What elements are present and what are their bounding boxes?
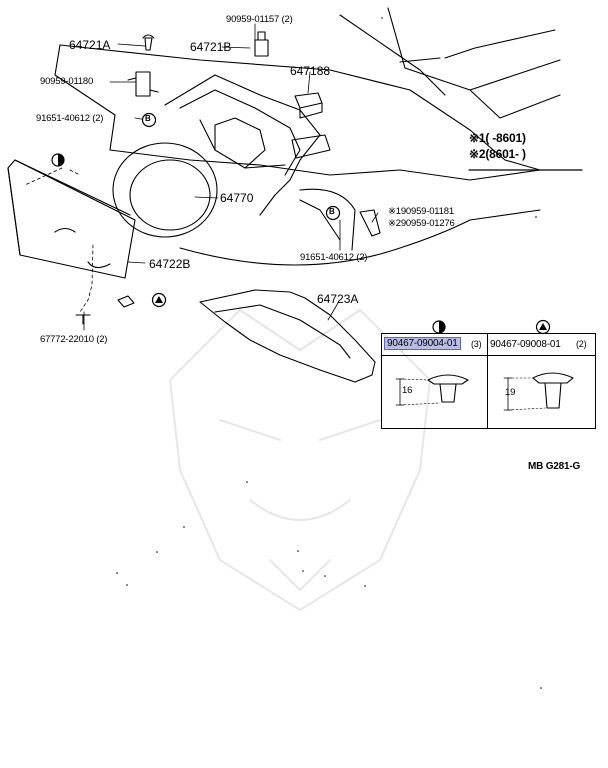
clip-2-qty: (2): [576, 339, 587, 349]
callout-90959-01157[interactable]: 90959-01157 (2): [226, 14, 293, 25]
callout-64721a[interactable]: 64721A: [69, 38, 111, 52]
callout-90959-01180[interactable]: 90959-01180: [40, 76, 94, 87]
spare-wheel: [112, 142, 218, 238]
clip-table-divider: [381, 355, 596, 356]
clip-1-qty: (3): [471, 339, 482, 349]
bracket-90959-01181: [359, 209, 381, 237]
callout-64723a[interactable]: 64723A: [317, 292, 359, 306]
bolt-symbol-right: [325, 205, 341, 221]
dashed-pickups: [24, 167, 94, 313]
leader-lines: [83, 23, 379, 331]
callout-67772-22010[interactable]: 67772-22010 (2): [40, 334, 108, 345]
trunk-liner-64770: [164, 74, 321, 216]
clip-1-dimension: 16: [402, 385, 413, 396]
half-circle-symbol-board: [51, 153, 65, 167]
clip-small: [117, 295, 135, 308]
bracket-647188: [291, 92, 331, 159]
bolt-symbol-right-letter: B: [329, 207, 335, 216]
legend-row-1: ※1( -8601): [469, 131, 526, 145]
callout-90959-01181[interactable]: ※190959-01181: [388, 206, 454, 217]
callout-64722b[interactable]: 64722B: [149, 257, 191, 271]
clip-1-part-number[interactable]: 90467-09004-01: [384, 337, 461, 350]
callout-64721b[interactable]: 64721B: [190, 40, 232, 54]
callout-91651-40612-right[interactable]: 91651-40612 (2): [300, 252, 368, 263]
scan-specks: [116, 17, 542, 689]
legend-row-2: ※2(8601- ): [469, 147, 526, 161]
trunk-board-64722b: [7, 159, 136, 279]
clip-drawing-16: [395, 374, 469, 406]
bolt-symbol-left: [141, 112, 157, 128]
callout-647188[interactable]: 647188: [290, 64, 331, 78]
car-body-outline: [54, 7, 561, 266]
bolt-symbol-left-letter: B: [145, 114, 151, 123]
clip-drawing-19: [503, 372, 574, 411]
bracket-90959-01180: [127, 71, 159, 97]
diagram-code: MB G281-G: [528, 461, 581, 472]
callout-64770[interactable]: 64770: [220, 191, 254, 205]
clip-2-part-number[interactable]: 90467-09008-01: [490, 339, 561, 350]
callout-90959-01276[interactable]: ※290959-01276: [388, 218, 455, 229]
bolt-67772-22010: [75, 314, 91, 325]
bracket-64721b: [254, 31, 269, 57]
clip-2-dimension: 19: [505, 387, 516, 398]
triangle-symbol-clip: [151, 292, 167, 308]
clip-cell-2: [487, 333, 596, 429]
clip-64721a: [142, 34, 155, 51]
triangle-symbol-table: [535, 319, 551, 335]
callout-91651-40612-left[interactable]: 91651-40612 (2): [36, 113, 104, 124]
watermark-emblem: [169, 309, 431, 611]
half-circle-symbol-table: [432, 320, 446, 334]
cover-64723a: [199, 289, 376, 383]
